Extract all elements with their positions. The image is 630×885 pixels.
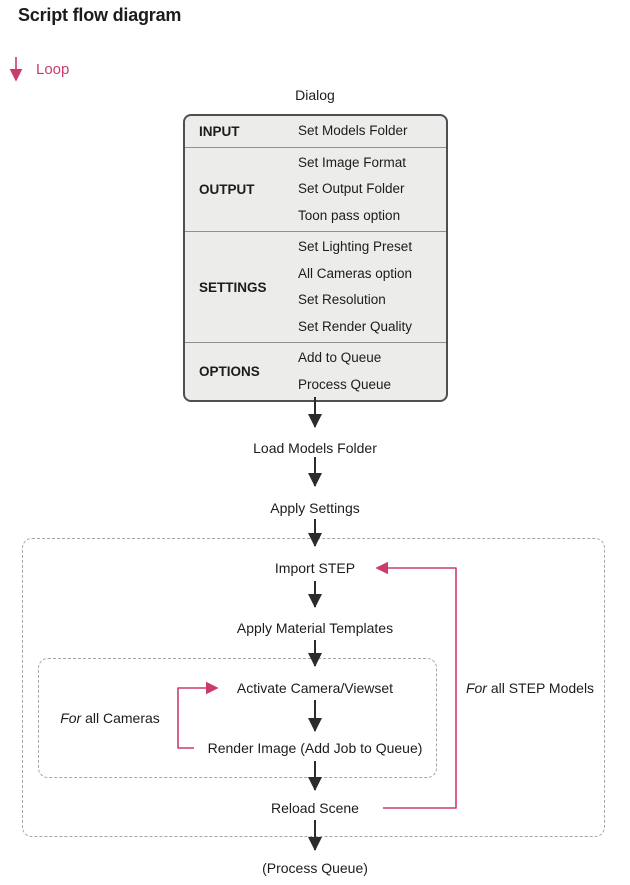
- dialog-item: Toon pass option: [298, 207, 401, 223]
- cameras-loop-label-rest: all Cameras: [81, 710, 160, 726]
- dialog-item: Set Lighting Preset: [298, 239, 413, 254]
- step-import-step: Import STEP: [274, 560, 356, 576]
- dialog-row-items: Set Image Format Set Output Folder Toon …: [288, 148, 446, 232]
- dialog-row-items: Set Models Folder: [288, 116, 446, 147]
- step-models-loop-label-for: For: [465, 680, 487, 696]
- dialog-item: All Cameras option: [298, 265, 413, 281]
- dialog-row-label: OUTPUT: [199, 181, 255, 197]
- dialog-table: INPUT Set Models Folder OUTPUT Set Image…: [183, 114, 448, 402]
- cameras-loop-label: For all Cameras: [40, 710, 180, 727]
- dialog-item: Set Models Folder: [298, 123, 408, 138]
- step-reload-scene: Reload Scene: [271, 800, 359, 816]
- step-apply-settings: Apply Settings: [270, 500, 360, 516]
- step-models-loop-label: For all STEP Models: [455, 680, 605, 697]
- dialog-item: Set Render Quality: [298, 318, 413, 334]
- dialog-title: Dialog: [295, 87, 335, 103]
- step-models-loop-label-rest: all STEP Models: [486, 680, 595, 696]
- step-process-queue: (Process Queue): [262, 860, 368, 876]
- page-title: Script flow diagram: [18, 5, 182, 25]
- step-apply-material-templates: Apply Material Templates: [236, 620, 394, 636]
- cameras-loop-label-for: For: [60, 710, 82, 726]
- dialog-row-label: INPUT: [199, 123, 240, 139]
- dialog-item: Process Queue: [298, 376, 392, 392]
- dialog-item: Set Image Format: [298, 154, 407, 170]
- dialog-row-items: Set Lighting Preset All Cameras option S…: [288, 232, 446, 342]
- step-activate-camera-viewset: Activate Camera/Viewset: [236, 680, 394, 696]
- step-render-image: Render Image (Add Job to Queue): [207, 740, 423, 756]
- dialog-row-settings: SETTINGS Set Lighting Preset All Cameras…: [185, 231, 446, 342]
- dialog-row-label: SETTINGS: [199, 279, 267, 295]
- dialog-row-input: INPUT Set Models Folder: [185, 116, 446, 147]
- dialog-row-label: OPTIONS: [199, 364, 260, 379]
- dialog-item: Set Output Folder: [298, 181, 405, 196]
- dialog-row-output: OUTPUT Set Image Format Set Output Folde…: [185, 146, 446, 232]
- dialog-row-options: OPTIONS Add to Queue Process Queue: [185, 342, 446, 400]
- loop-legend-label: Loop: [36, 61, 70, 78]
- dialog-item: Add to Queue: [298, 350, 382, 365]
- step-load-models-folder: Load Models Folder: [253, 440, 377, 456]
- dialog-item: Set Resolution: [298, 292, 386, 307]
- dialog-row-items: Add to Queue Process Queue: [288, 343, 446, 400]
